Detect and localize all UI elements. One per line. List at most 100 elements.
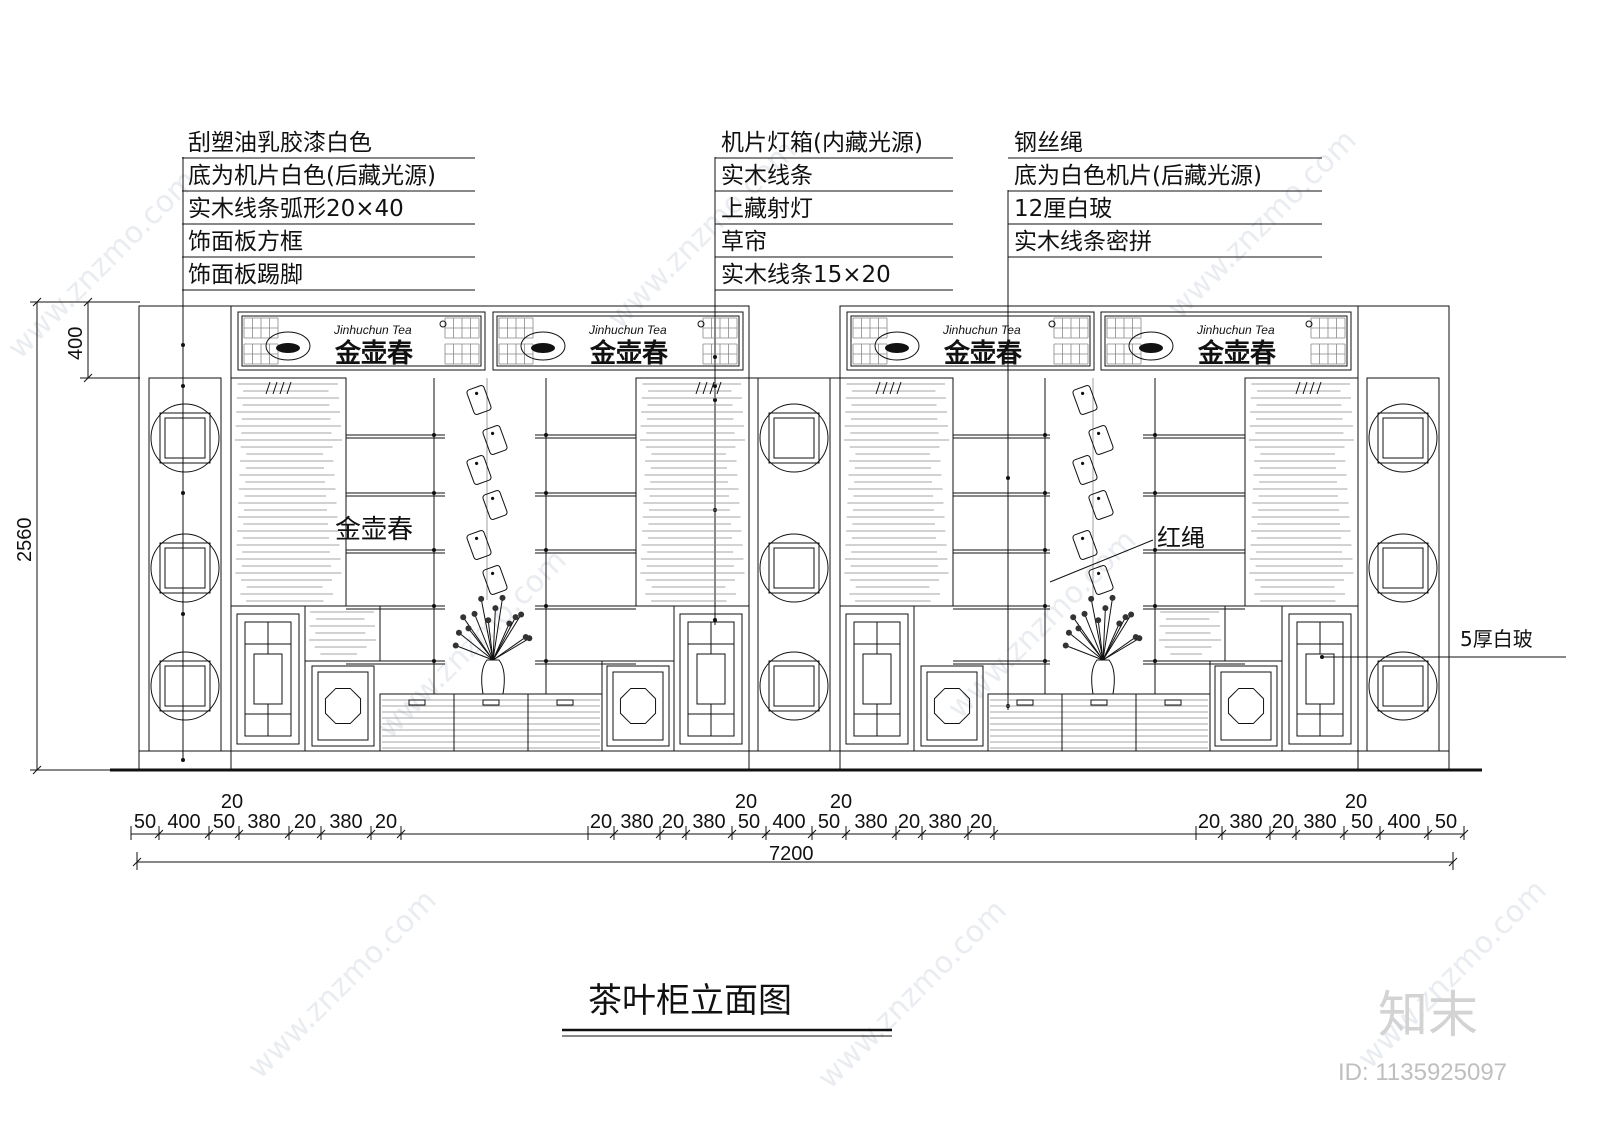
- lattice-door: [236, 613, 300, 745]
- tag-card: [1088, 565, 1114, 595]
- round-window-pillar: [148, 377, 222, 752]
- square-lattice: [1377, 660, 1429, 712]
- lattice-door: [845, 613, 909, 745]
- label-red-rope: 红绳: [1157, 524, 1205, 552]
- drawer-handle: [1164, 699, 1182, 706]
- logo-lattice-panel: [492, 311, 744, 371]
- label-glass: 5厚白玻: [1460, 627, 1533, 651]
- plant-branch: [1065, 645, 1104, 661]
- octagon-door-inner: [317, 671, 369, 741]
- spotlight-beam: [709, 381, 715, 395]
- plant-branch: [1078, 628, 1104, 661]
- hanging-tea-tag: [482, 425, 508, 455]
- logo-lattice-panel: [846, 311, 1095, 371]
- drawer-handle: [1016, 699, 1034, 706]
- round-window: [1368, 533, 1438, 603]
- tag-card: [482, 425, 508, 455]
- dimension-value: 380: [620, 811, 653, 833]
- plant-leaf: [526, 635, 533, 642]
- round-window: [150, 533, 220, 603]
- spotlight-beam: [889, 381, 895, 395]
- registered-mark-icon: [439, 320, 447, 328]
- tag-card: [1088, 490, 1114, 520]
- dimension-value: 20: [294, 811, 316, 833]
- plant-branch: [1084, 613, 1104, 661]
- dimension-value: 50: [738, 811, 760, 833]
- drawer-handle: [408, 699, 426, 706]
- lattice-door-center: [862, 653, 892, 705]
- cloud-logo-icon: [520, 331, 566, 361]
- dim-400: 400: [65, 327, 87, 360]
- plant-branch: [458, 632, 494, 661]
- watermark-site: www.znzmo.com: [241, 883, 444, 1086]
- logo-english-text: Jinhuchun Tea: [333, 323, 412, 337]
- dimension-slash: [989, 829, 999, 839]
- dimension-slash: [1291, 829, 1301, 839]
- annotation-text: 刮塑油乳胶漆白色: [188, 130, 372, 156]
- plant-leaf: [485, 617, 492, 624]
- logo-chinese-text: 金壶春: [334, 338, 413, 369]
- plant-branch: [1102, 616, 1127, 661]
- plant-leaf: [1136, 635, 1143, 642]
- dimension-slash: [154, 829, 164, 839]
- square-lattice-inner: [1382, 417, 1424, 459]
- octagon-door: [606, 665, 670, 747]
- registered-mark-icon: [1048, 320, 1056, 328]
- label-brand-text: 金壶春: [335, 515, 413, 545]
- plant-leaf: [1070, 614, 1077, 621]
- dimension-slash: [396, 829, 406, 839]
- dimension-slash: [284, 829, 294, 839]
- plant-leaf: [1122, 614, 1129, 621]
- round-window: [150, 403, 220, 473]
- shelf-clip: [544, 548, 548, 552]
- octagon-door-inner: [612, 671, 664, 741]
- plant-branch: [455, 645, 494, 661]
- plant-leaf: [455, 629, 462, 636]
- watermark-brand: 知末: [1378, 986, 1478, 1044]
- square-lattice: [1377, 542, 1429, 594]
- dimension-value: 20: [590, 811, 612, 833]
- spotlight-beam: [882, 381, 888, 395]
- shelf-clip: [544, 604, 548, 608]
- logo-lattice-inner: [496, 315, 740, 367]
- tag-hole: [1097, 571, 1101, 576]
- shelf-clip: [1043, 659, 1047, 663]
- octagon-door-inner: [1220, 671, 1272, 741]
- square-lattice: [159, 412, 211, 464]
- tag-card: [482, 490, 508, 520]
- dimension-value: 20: [970, 811, 992, 833]
- square-lattice: [768, 412, 820, 464]
- plant-leaf: [506, 620, 513, 627]
- hanging-tea-tag: [466, 455, 492, 485]
- octagon-window: [324, 687, 362, 725]
- door-frame: [673, 605, 750, 752]
- leaf-logo-icon: [531, 343, 555, 353]
- dimension-value: 20: [1198, 811, 1220, 833]
- watermark-site: www.znzmo.com: [371, 543, 574, 746]
- plant-leaf: [465, 625, 472, 632]
- dimension-value: 20: [375, 811, 397, 833]
- dimension-slash: [727, 829, 737, 839]
- dimension-slash: [204, 829, 214, 839]
- plant-branch: [492, 597, 504, 661]
- annotation-text: 底为机片白色(后藏光源): [188, 163, 436, 189]
- spotlight-beam: [702, 381, 708, 395]
- wood-grain-panel: [1154, 605, 1226, 662]
- dimension-slash: [655, 829, 665, 839]
- shelf-clip: [432, 491, 436, 495]
- hanging-tea-tag: [1072, 530, 1098, 560]
- registered-mark-icon: [1305, 320, 1313, 328]
- dim-2560: 2560: [14, 518, 36, 563]
- dimension-slash: [841, 829, 851, 839]
- logo-english-text: Jinhuchun Tea: [1196, 323, 1275, 337]
- square-lattice: [159, 660, 211, 712]
- dim-total-7200: 7200: [769, 843, 814, 865]
- tag-hole: [491, 496, 495, 501]
- dimension-slash: [963, 829, 973, 839]
- spotlight-beam: [1316, 381, 1322, 395]
- dimension-value: 380: [1303, 811, 1336, 833]
- shelf-clip: [432, 659, 436, 663]
- tag-card: [1088, 425, 1114, 455]
- shelf-clip: [432, 604, 436, 608]
- watermark-id: ID: 1135925097: [1338, 1059, 1507, 1086]
